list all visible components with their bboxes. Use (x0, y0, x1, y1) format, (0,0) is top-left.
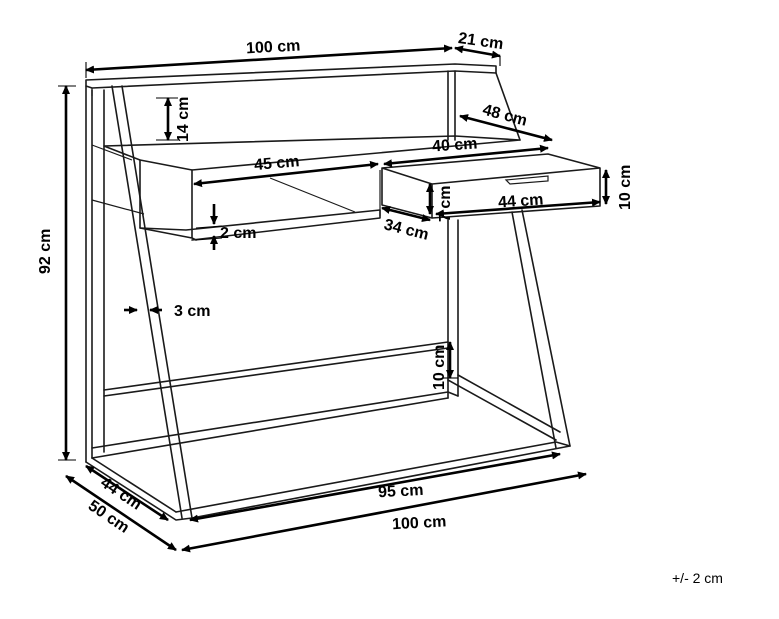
drawer-handle (504, 175, 549, 185)
dimension-labels: 100 cm 21 cm 14 cm 48 cm 45 cm 40 cm 10 … (37, 30, 723, 586)
right-side-frame (511, 209, 571, 449)
label-inner-width: 95 cm (378, 482, 424, 501)
label-shelf-left-width: 45 cm (253, 153, 300, 174)
label-width-top: 100 cm (246, 38, 301, 58)
label-leg-width: 3 cm (174, 303, 210, 320)
top-shelf (85, 63, 497, 89)
label-shelf-depth: 48 cm (481, 102, 529, 130)
base-bar-front (175, 441, 571, 519)
label-drawer-depth: 34 cm (382, 216, 430, 243)
desk-drawing (85, 63, 601, 521)
label-depth-top: 21 cm (457, 30, 504, 53)
dimension-lines (58, 44, 610, 553)
label-footrest-height: 10 cm (431, 345, 448, 390)
label-drawer-inner-height: 7 cm (437, 186, 454, 222)
middle-shelf (103, 135, 521, 171)
label-total-height: 92 cm (37, 229, 54, 274)
label-drawer-inner-width: 44 cm (498, 191, 544, 211)
label-panel-thickness: 2 cm (220, 225, 256, 242)
label-outer-width: 100 cm (392, 513, 447, 533)
drawer (381, 153, 601, 219)
left-side-frame (85, 85, 105, 463)
label-drawer-width: 40 cm (432, 135, 478, 155)
label-drawer-height: 10 cm (617, 165, 634, 210)
tolerance-note: +/- 2 cm (672, 570, 723, 586)
footrest-bar (103, 341, 449, 397)
label-shelf-height: 14 cm (175, 97, 192, 142)
